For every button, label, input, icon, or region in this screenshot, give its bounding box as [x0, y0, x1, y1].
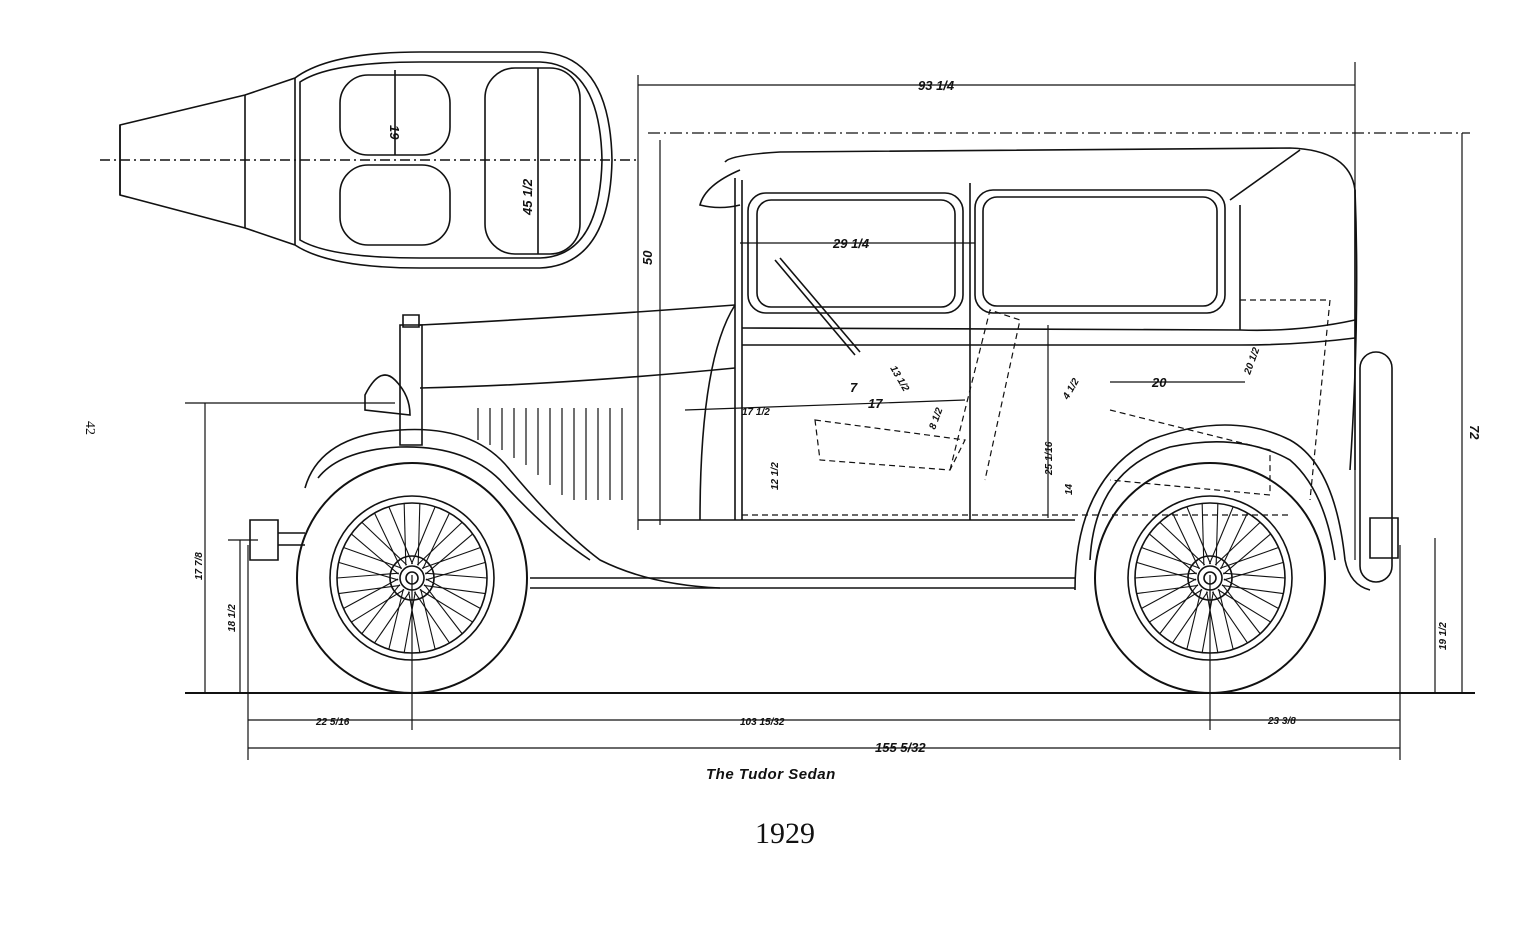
dim-seat-height: 12 1/2 [770, 462, 781, 490]
dim-rear-overhang: 23 3/8 [1267, 716, 1296, 727]
dim-seat-width-top: 45 1/2 [520, 178, 535, 216]
dim-rear-seat-width: 20 [1151, 375, 1167, 390]
dim-rear-seat-angle: 4 1/2 [1061, 376, 1082, 402]
front-wheel [297, 463, 527, 693]
dim-front-seat-depth: 17 [868, 396, 883, 411]
dim-front-overhang: 22 5/16 [315, 717, 350, 728]
dim-door-height: 25 1/16 [1044, 441, 1055, 476]
dim-seat-back: 8 1/2 [927, 406, 945, 431]
drawing-year: 1929 [755, 817, 815, 850]
dim-steering-reach: 13 1/2 [887, 364, 911, 394]
dim-height-cowl: 50 [640, 250, 655, 265]
wheels [297, 463, 1325, 693]
dim-rear-axle-height: 19 1/2 [1438, 622, 1449, 650]
dim-front-seat-front: 17 1/2 [742, 407, 770, 418]
dim-window-width: 29 1/4 [832, 236, 870, 251]
dimension-labels: 93 1/4 29 1/4 50 72 19 45 1/2 17 1/2 17 … [194, 78, 1482, 755]
drawing-caption: The Tudor Sedan [706, 766, 836, 783]
dim-wheelbase: 103 15/32 [740, 717, 785, 728]
dim-seat-drop: 7 [850, 380, 858, 395]
dim-height-total: 72 [1467, 425, 1482, 440]
page-number: 42 [82, 421, 97, 435]
hood-louvres [478, 408, 622, 500]
dim-floor-height: 14 [1064, 483, 1075, 495]
rear-wheel [1095, 463, 1325, 693]
dim-overall-length: 155 5/32 [875, 740, 926, 755]
dim-front-axle-height: 18 1/2 [227, 604, 238, 632]
dimension-lines [185, 62, 1475, 760]
car-side-view [250, 148, 1398, 590]
dim-front-bumper-height: 17 7/8 [194, 552, 205, 580]
top-view [100, 52, 640, 268]
dim-seat-depth-top: 19 [387, 125, 402, 140]
dim-rear-back: 20 1/2 [1242, 346, 1262, 377]
dim-overall-top-width: 93 1/4 [918, 78, 955, 93]
